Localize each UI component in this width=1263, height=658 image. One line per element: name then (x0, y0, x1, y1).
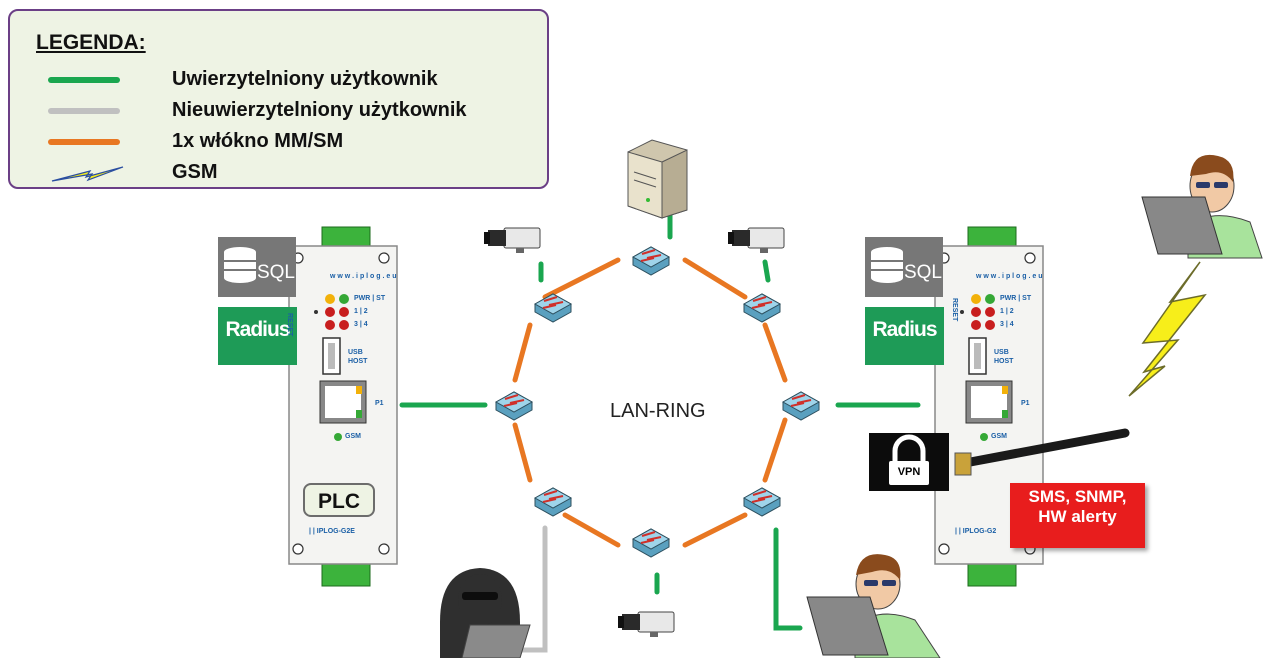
radius-box-right (865, 307, 944, 365)
vpn-label: VPN (897, 466, 921, 478)
legend-item: GSM (10, 159, 551, 187)
led-label: 3 | 4 (1000, 321, 1014, 328)
legend-label: Nieuwierzytelniony użytkownik (172, 99, 467, 121)
switch-bottom (632, 528, 670, 558)
switch-right (782, 391, 820, 421)
led-label: PWR | ST (1000, 295, 1032, 302)
switch-lower-left (534, 487, 572, 517)
legend-label: Uwierzytelniony użytkownik (172, 68, 438, 90)
user-icon-top (1141, 154, 1263, 259)
switch-upper-right (743, 293, 781, 323)
sql-label-right: SQL (903, 262, 943, 283)
unauthenticated-link (519, 525, 548, 653)
legend-item: Uwierzytelniony użytkownik (10, 66, 551, 94)
led-label: PWR | ST (354, 295, 386, 302)
reset-label-right: RESET (951, 298, 958, 322)
alert-box: SMS, SNMP, HW alerty (1010, 483, 1145, 548)
ring-links (512, 257, 788, 548)
camera-icon-right (727, 227, 785, 254)
legend-swatch-gray (48, 108, 120, 114)
camera-icon-left (483, 227, 541, 254)
alert-line-2: HW alerty (1038, 507, 1117, 526)
reset-label-left: RESET (286, 313, 293, 337)
switch-upper-left (534, 293, 572, 323)
vpn-lock-icon (869, 433, 949, 491)
radius-box-left (218, 307, 297, 365)
switch-left (495, 391, 533, 421)
gsm-label-right: GSM (991, 433, 1007, 440)
url-label-right: w w w . i p l o g . e u (976, 273, 1043, 280)
led-label: 3 | 4 (354, 321, 368, 328)
gsm-lightning-icon (1128, 261, 1207, 397)
gsm-label-left: GSM (345, 433, 361, 440)
usb-label-left: USB HOST (348, 349, 368, 365)
sql-label-left: SQL (256, 262, 296, 283)
legend-item: 1x włókno MM/SM (10, 128, 551, 156)
ring-label: LAN-RING (610, 400, 706, 422)
camera-icon-bottom (617, 611, 675, 638)
legend-swatch-green (48, 77, 120, 83)
legend-label: 1x włókno MM/SM (172, 130, 344, 152)
port-label-right: P1 (1021, 400, 1030, 407)
led-label: 1 | 2 (354, 308, 368, 315)
radius-label-left: Radius (225, 318, 290, 341)
hacker-icon (440, 568, 531, 658)
user-icon-bottom (806, 554, 941, 658)
plc-label: PLC (303, 483, 375, 517)
sql-icon-left (218, 237, 296, 297)
legend: LEGENDA: Uwierzytelniony użytkownik Nieu… (8, 9, 549, 189)
switch-lower-right (743, 487, 781, 517)
legend-bolt-icon (51, 166, 124, 182)
legend-label: GSM (172, 161, 218, 183)
model-label-right: | | IPLOG-G2 (955, 528, 997, 535)
url-label-left: w w w . i p l o g . e u (330, 273, 397, 280)
radius-label-right: Radius (872, 318, 937, 341)
port-label-left: P1 (375, 400, 384, 407)
led-label: 1 | 2 (1000, 308, 1014, 315)
legend-swatch-orange (48, 139, 120, 145)
server-icon (627, 139, 688, 219)
alert-line-1: SMS, SNMP, (1028, 487, 1127, 506)
usb-label-right: USB HOST (994, 349, 1014, 365)
legend-title: LEGENDA: (36, 31, 146, 54)
legend-item: Nieuwierzytelniony użytkownik (10, 97, 551, 125)
switch-top (632, 246, 670, 276)
model-label-left: | | IPLOG-G2E (309, 528, 355, 535)
authenticated-links (399, 210, 921, 631)
sql-icon-right (865, 237, 943, 297)
